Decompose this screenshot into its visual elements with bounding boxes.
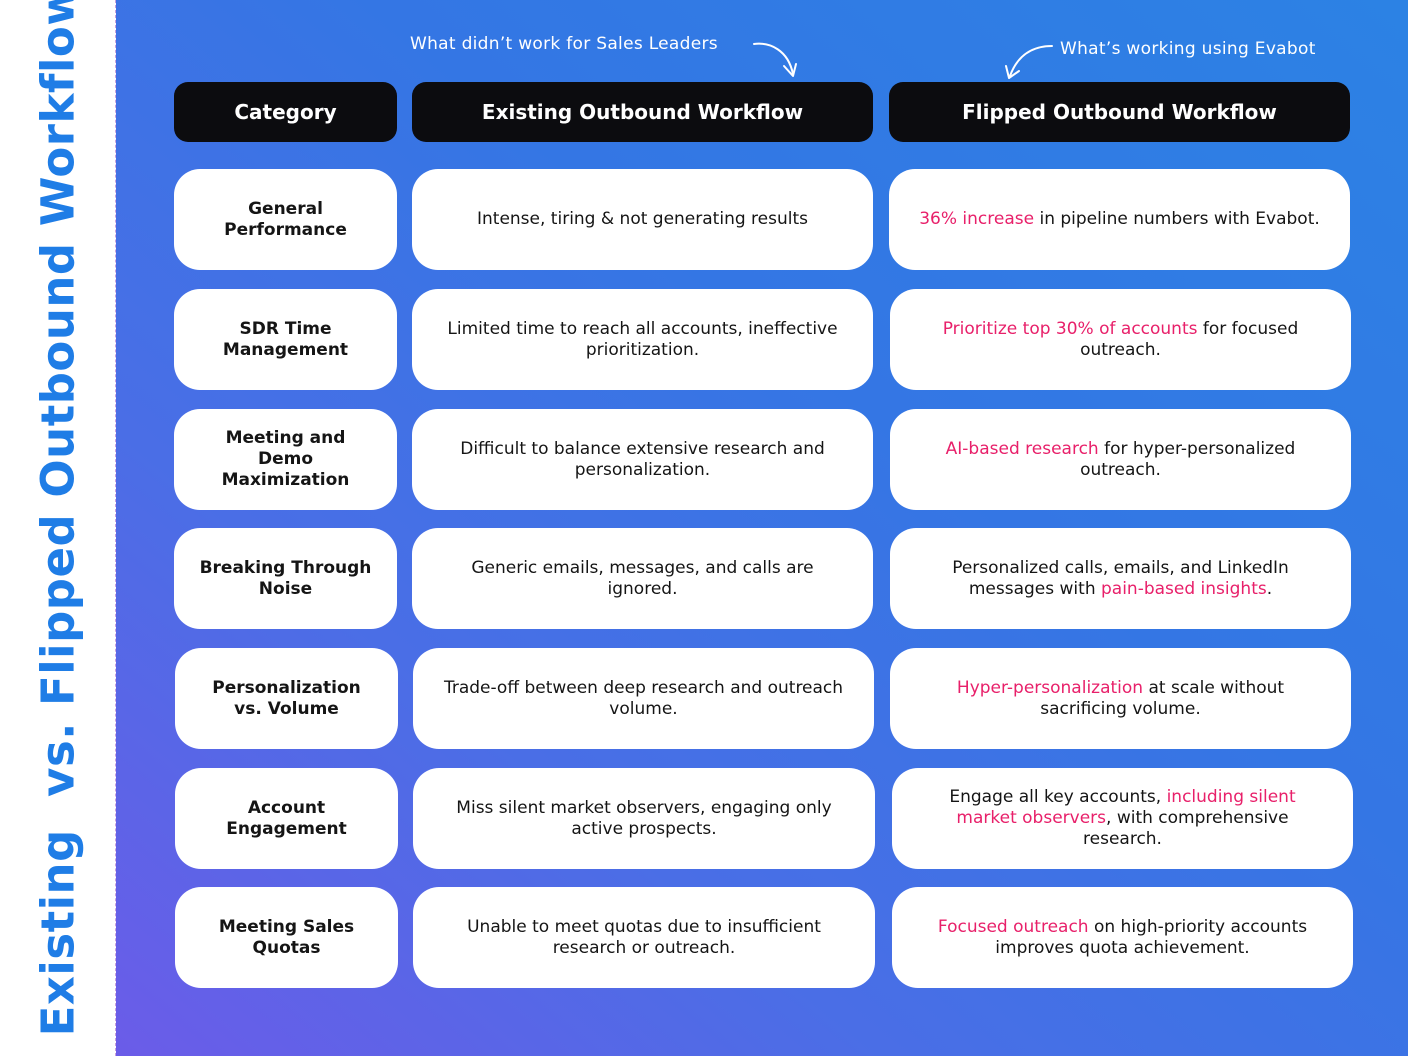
title-part-existing: Existing vs. <box>31 705 85 1037</box>
header-category: Category <box>174 82 397 142</box>
category-cell: General Performance <box>174 169 397 270</box>
flipped-highlight: 36% increase <box>919 209 1035 229</box>
flipped-text: for focused outreach. <box>1080 318 1299 360</box>
sidebar-divider <box>115 0 117 1056</box>
header-flipped-workflow: Flipped Outbound Workflow <box>889 82 1350 142</box>
flipped-cell: Focused outreach on high-priority accoun… <box>892 887 1353 988</box>
flipped-text: Personalized calls, emails, and LinkedIn… <box>952 557 1289 599</box>
flipped-cell: Personalized calls, emails, and LinkedIn… <box>890 528 1351 629</box>
flipped-text: for hyper-personalized outreach. <box>1080 438 1296 480</box>
sidebar: Existing vs. Flipped Outbound Workflow <box>0 0 116 1056</box>
existing-cell: Unable to meet quotas due to insufficien… <box>413 887 875 988</box>
flipped-text: at scale without sacrificing volume. <box>1040 677 1285 719</box>
title-part-flipped: Flipped Outbound Workflow <box>31 0 85 706</box>
category-cell: Meeting Sales Quotas <box>175 887 398 988</box>
flipped-cell: AI-based research for hyper-personalized… <box>890 409 1351 510</box>
flipped-cell: Engage all key accounts, including silen… <box>892 768 1353 869</box>
existing-cell: Difficult to balance extensive research … <box>412 409 873 510</box>
flipped-text: in pipeline numbers with Evabot. <box>1034 209 1320 229</box>
category-cell: Meeting and Demo Maximization <box>174 409 397 510</box>
flipped-text: on high-priority accounts improves quota… <box>995 916 1308 958</box>
flipped-cell: Prioritize top 30% of accounts for focus… <box>890 289 1351 390</box>
flipped-text: , with comprehensive research. <box>1083 808 1289 849</box>
category-cell: Breaking Through Noise <box>174 528 397 629</box>
flipped-highlight: AI-based research <box>945 438 1099 459</box>
category-cell: SDR Time Management <box>174 289 397 390</box>
category-cell: Personalization vs. Volume <box>175 648 398 749</box>
flipped-cell: 36% increase in pipeline numbers with Ev… <box>889 169 1350 270</box>
arrow-down-left-icon <box>1005 45 1053 79</box>
flipped-cell: Hyper-personalization at scale without s… <box>890 648 1351 749</box>
flipped-highlight: including silent market observers <box>956 787 1296 828</box>
flipped-highlight: pain-based insights <box>1101 578 1267 599</box>
category-cell: Account Engagement <box>175 768 398 869</box>
existing-cell: Limited time to reach all accounts, inef… <box>412 289 873 390</box>
existing-cell: Trade-off between deep research and outr… <box>413 648 874 749</box>
existing-cell: Intense, tiring & not generating results <box>412 169 873 270</box>
existing-cell: Generic emails, messages, and calls are … <box>412 528 873 629</box>
flipped-text: . <box>1266 578 1273 599</box>
page-title: Existing vs. Flipped Outbound Workflow <box>32 0 85 1036</box>
annotation-left: What didn’t work for Sales Leaders <box>410 34 718 54</box>
arrow-down-right-icon <box>753 42 797 77</box>
flipped-highlight: Prioritize top 30% of accounts <box>942 318 1198 339</box>
flipped-highlight: Hyper-personalization <box>956 677 1144 698</box>
header-existing-workflow: Existing Outbound Workflow <box>412 82 873 142</box>
existing-cell: Miss silent market observers, engaging o… <box>413 768 875 869</box>
flipped-highlight: Focused outreach <box>937 916 1089 937</box>
flipped-text: Engage all key accounts, <box>949 787 1167 807</box>
annotation-right: What’s working using Evabot <box>1060 39 1316 59</box>
